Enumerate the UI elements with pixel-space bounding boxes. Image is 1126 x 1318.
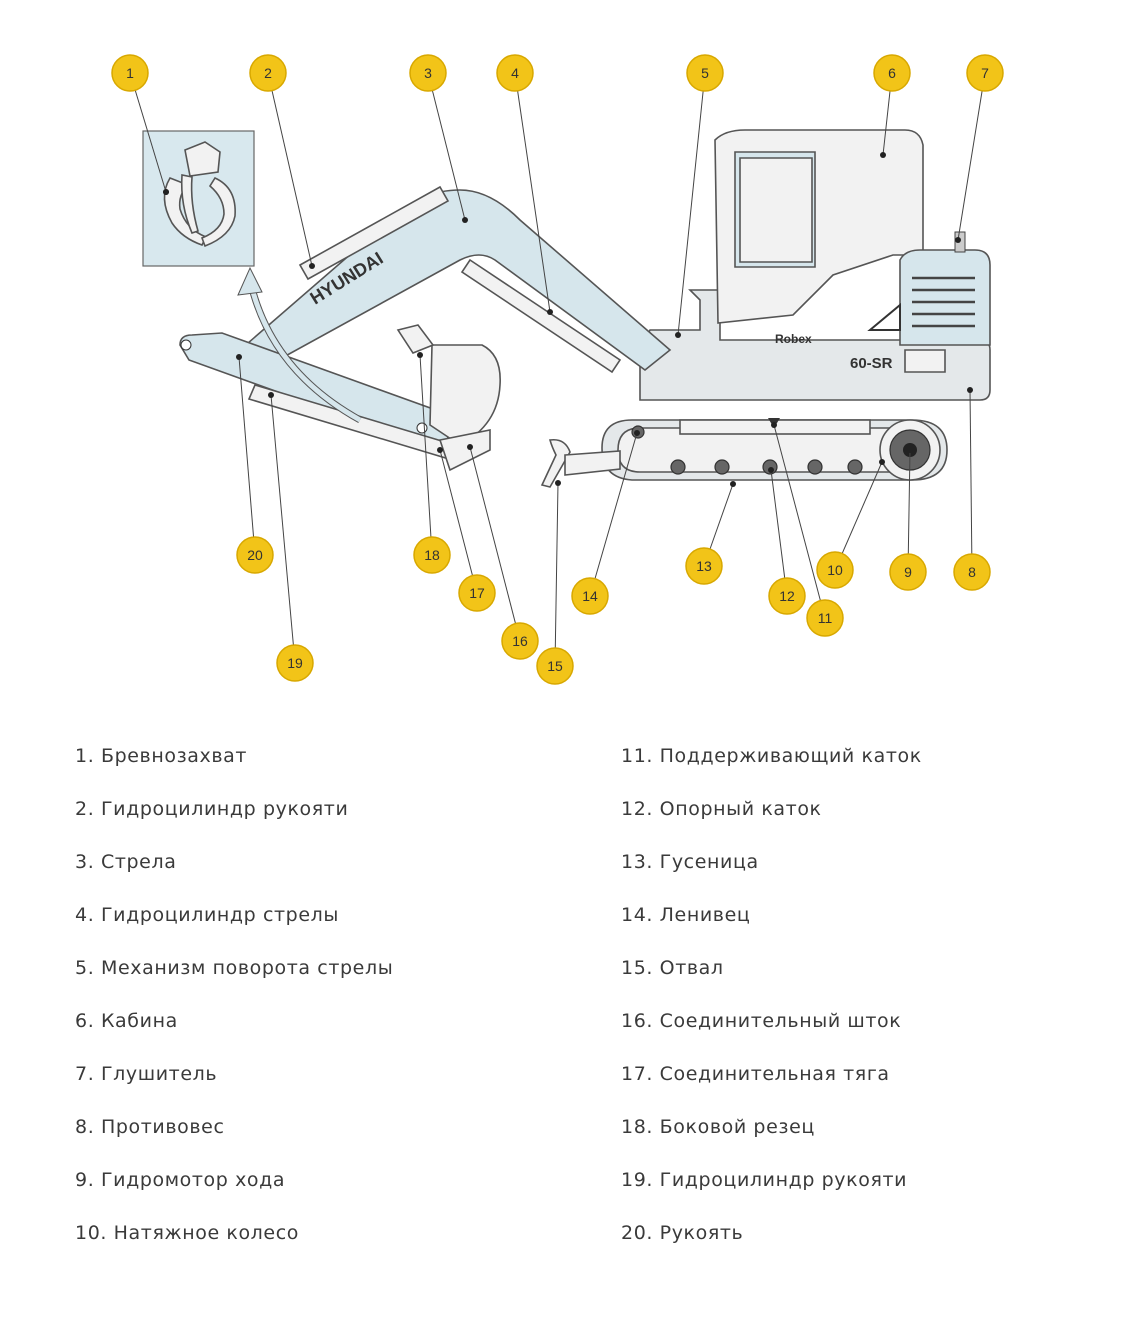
callout-label: 8 — [968, 564, 976, 580]
callout-label: 16 — [512, 633, 528, 649]
legend-item-14: 14. Ленивец — [621, 904, 751, 926]
callout-label: 12 — [779, 588, 795, 604]
callout-15: 15 — [536, 647, 574, 685]
callout-12: 12 — [768, 577, 806, 615]
legend-item-20: 20. Рукоять — [621, 1222, 744, 1244]
legend-item-9: 9. Гидромотор хода — [75, 1169, 286, 1191]
legend-item-13: 13. Гусеница — [621, 851, 759, 873]
legend-item-2: 2. Гидроцилиндр рукояти — [75, 798, 349, 820]
callout-label: 1 — [126, 65, 134, 81]
callout-1: 1 — [111, 54, 149, 92]
callout-label: 17 — [469, 585, 485, 601]
callout-20: 20 — [236, 536, 274, 574]
legend-item-16: 16. Соединительный шток — [621, 1010, 902, 1032]
callout-label: 5 — [701, 65, 709, 81]
callout-label: 13 — [696, 558, 712, 574]
callout-19: 19 — [276, 644, 314, 682]
callout-label: 2 — [264, 65, 272, 81]
callout-label: 15 — [547, 658, 563, 674]
legend-item-19: 19. Гидроцилиндр рукояти — [621, 1169, 908, 1191]
callout-label: 7 — [981, 65, 989, 81]
legend-item-6: 6. Кабина — [75, 1010, 178, 1032]
callout-label: 18 — [424, 547, 440, 563]
leader-lines — [129, 72, 986, 667]
upper-structure: Robex 60-SR — [639, 129, 991, 401]
legend-item-12: 12. Опорный каток — [621, 798, 822, 820]
legend-item-1: 1. Бревнозахват — [75, 745, 248, 767]
callout-8: 8 — [953, 553, 991, 591]
legend-item-5: 5. Механизм поворота стрелы — [75, 957, 394, 979]
callout-label: 20 — [247, 547, 263, 563]
leader-dots — [163, 152, 973, 487]
excavator-diagram: Robex 60-SR HYUNDAI — [111, 54, 1004, 685]
legend-item-17: 17. Соединительная тяга — [621, 1063, 890, 1085]
callout-9: 9 — [889, 553, 927, 591]
legend-item-3: 3. Стрела — [75, 851, 177, 873]
legend-item-10: 10. Натяжное колесо — [75, 1222, 299, 1244]
callout-label: 19 — [287, 655, 303, 671]
callout-17: 17 — [458, 574, 496, 612]
callout-label: 4 — [511, 65, 519, 81]
callout-14: 14 — [571, 577, 609, 615]
callout-2: 2 — [249, 54, 287, 92]
legend-item-8: 8. Противовес — [75, 1116, 225, 1138]
callout-6: 6 — [873, 54, 911, 92]
callout-label: 11 — [818, 610, 833, 626]
arm — [179, 332, 474, 460]
callout-13: 13 — [685, 547, 723, 585]
callout-label: 10 — [827, 562, 843, 578]
legend-item-15: 15. Отвал — [621, 957, 724, 979]
callout-5: 5 — [686, 54, 724, 92]
callout-7: 7 — [966, 54, 1004, 92]
undercarriage — [540, 418, 948, 488]
callout-10: 10 — [816, 551, 854, 589]
callout-label: 3 — [424, 65, 432, 81]
legend-item-4: 4. Гидроцилиндр стрелы — [75, 904, 339, 926]
callout-label: 9 — [904, 564, 912, 580]
bucket — [396, 324, 501, 472]
grapple-inset — [142, 130, 255, 267]
callout-18: 18 — [413, 536, 451, 574]
brand-cab: Robex — [775, 332, 812, 346]
legend-item-7: 7. Глушитель — [75, 1063, 218, 1085]
legend-item-11: 11. Поддерживающий каток — [621, 745, 922, 767]
model-label: 60-SR — [850, 355, 893, 372]
callout-label: 6 — [888, 65, 896, 81]
legend-item-18: 18. Боковой резец — [621, 1116, 815, 1138]
callout-16: 16 — [501, 622, 539, 660]
callout-4: 4 — [496, 54, 534, 92]
callout-3: 3 — [409, 54, 447, 92]
callout-label: 14 — [582, 588, 598, 604]
callout-11: 11 — [806, 599, 844, 637]
